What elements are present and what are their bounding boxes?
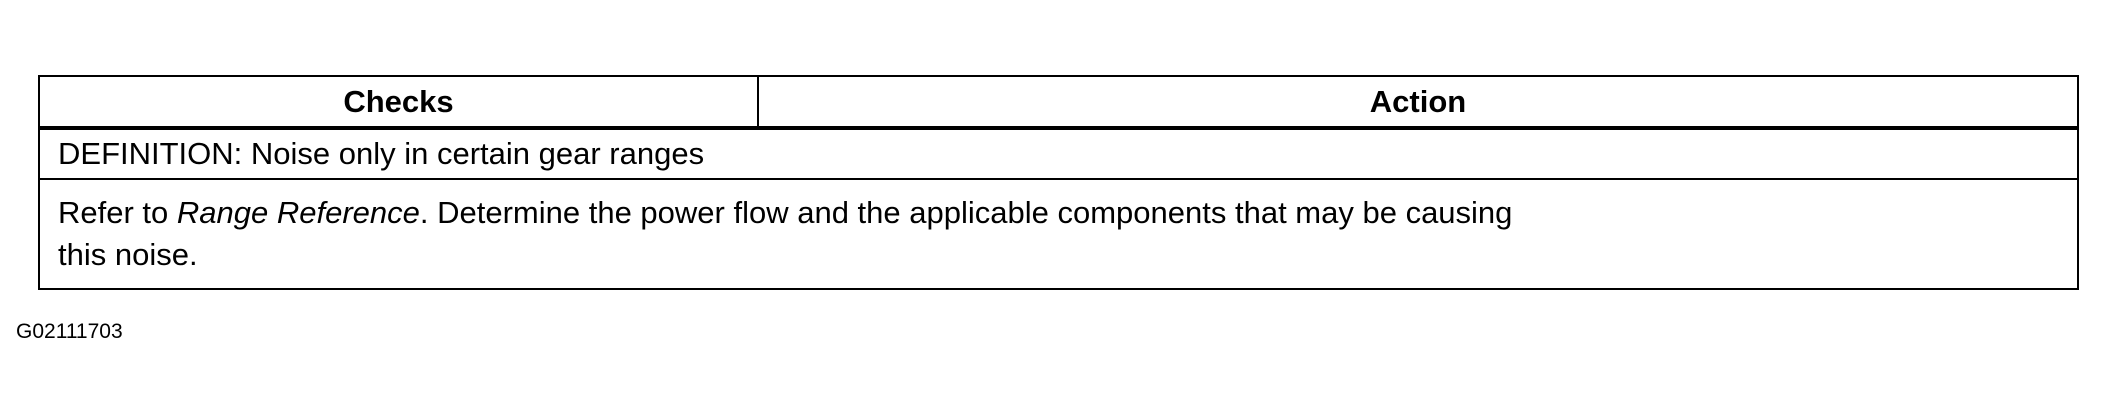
instruction-row: Refer to Range Reference. Determine the … bbox=[40, 180, 2077, 288]
instruction-prefix: Refer to bbox=[58, 195, 177, 230]
header-checks: Checks bbox=[40, 77, 759, 126]
header-action: Action bbox=[1369, 83, 1467, 119]
instruction-line-2: this noise. bbox=[58, 237, 198, 272]
definition-row: DEFINITION: Noise only in certain gear r… bbox=[40, 130, 2077, 180]
instruction-line-1: Refer to Range Reference. Determine the … bbox=[58, 192, 2059, 234]
table-header-row: Checks Action bbox=[40, 77, 2077, 130]
range-reference-link[interactable]: Range Reference bbox=[176, 195, 420, 230]
figure-id: G02111703 bbox=[16, 320, 123, 343]
definition-text: DEFINITION: Noise only in certain gear r… bbox=[58, 136, 705, 171]
diagnostic-table: Checks Action DEFINITION: Noise only in … bbox=[38, 75, 2079, 290]
instruction-line-1-rest: . Determine the power flow and the appli… bbox=[419, 195, 1513, 230]
